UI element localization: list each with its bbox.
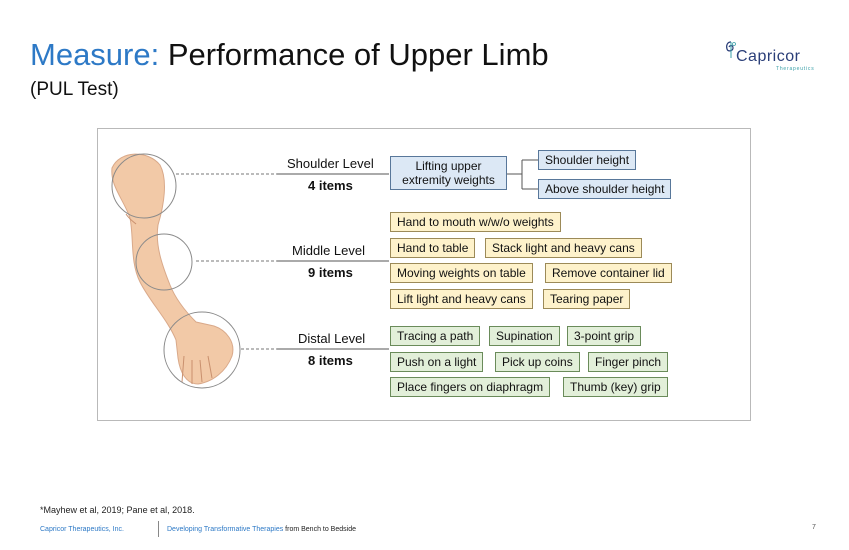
- distal-item: Place fingers on diaphragm: [390, 377, 551, 397]
- shoulder-level-count: 4 items: [308, 178, 353, 193]
- shoulder-branch-bracket: [507, 159, 538, 190]
- footer-divider: [158, 521, 159, 537]
- distal-level-label: Distal Level: [298, 331, 366, 346]
- distal-item: Pick up coins: [495, 352, 580, 372]
- middle-item: Hand to table: [390, 238, 476, 258]
- middle-item: Tearing paper: [543, 289, 631, 309]
- title-text: Performance of Upper Limb: [159, 37, 549, 72]
- middle-item: Remove container lid: [545, 263, 672, 283]
- middle-level-label: Middle Level: [292, 243, 365, 258]
- middle-item: Stack light and heavy cans: [485, 238, 642, 258]
- capricor-logo: Capricor Therapeutics: [724, 40, 824, 76]
- footer-tagline-blue: Developing Transformative Therapies: [167, 526, 284, 533]
- distal-focus-circle: [163, 311, 241, 389]
- middle-focus-circle: [135, 233, 193, 291]
- shoulder-item-above-shoulder-height: Above shoulder height: [538, 179, 672, 199]
- distal-item: Supination: [489, 326, 560, 346]
- citation-footnote: *Mayhew et al, 2019; Pane et al, 2018.: [40, 505, 195, 515]
- logo-wordmark: Capricor: [736, 48, 801, 65]
- footer-tagline: Developing Transformative Therapies from…: [167, 526, 356, 533]
- title-accent: Measure:: [30, 37, 160, 72]
- slide-subtitle: (PUL Test): [30, 79, 119, 100]
- shoulder-level-label: Shoulder Level: [287, 156, 374, 171]
- shoulder-item-lifting-weights: Lifting upper extremity weights: [390, 156, 507, 190]
- footer-tagline-dark: from Bench to Bedside: [283, 526, 356, 533]
- middle-item: Lift light and heavy cans: [390, 289, 533, 309]
- distal-item: Finger pinch: [588, 352, 669, 372]
- distal-item: Thumb (key) grip: [563, 377, 668, 397]
- page-number: 7: [812, 524, 816, 531]
- lifting-line-1: Lifting upper: [415, 159, 482, 173]
- footer-company: Capricor Therapeutics, Inc.: [40, 526, 124, 533]
- middle-item: Hand to mouth w/w/o weights: [390, 212, 561, 232]
- distal-item: Tracing a path: [390, 326, 481, 346]
- arm-illustration: [111, 153, 234, 385]
- logo-tagline: Therapeutics: [776, 66, 815, 72]
- distal-item: 3-point grip: [567, 326, 642, 346]
- slide-title: Measure: Performance of Upper Limb: [30, 36, 549, 74]
- middle-level-count: 9 items: [308, 265, 353, 280]
- distal-level-count: 8 items: [308, 353, 353, 368]
- shoulder-item-shoulder-height: Shoulder height: [538, 150, 637, 170]
- lifting-line-2: extremity weights: [402, 173, 495, 187]
- capricor-logo-icon: [726, 41, 736, 58]
- distal-item: Push on a light: [390, 352, 484, 372]
- shoulder-focus-circle: [111, 153, 177, 219]
- middle-item: Moving weights on table: [390, 263, 533, 283]
